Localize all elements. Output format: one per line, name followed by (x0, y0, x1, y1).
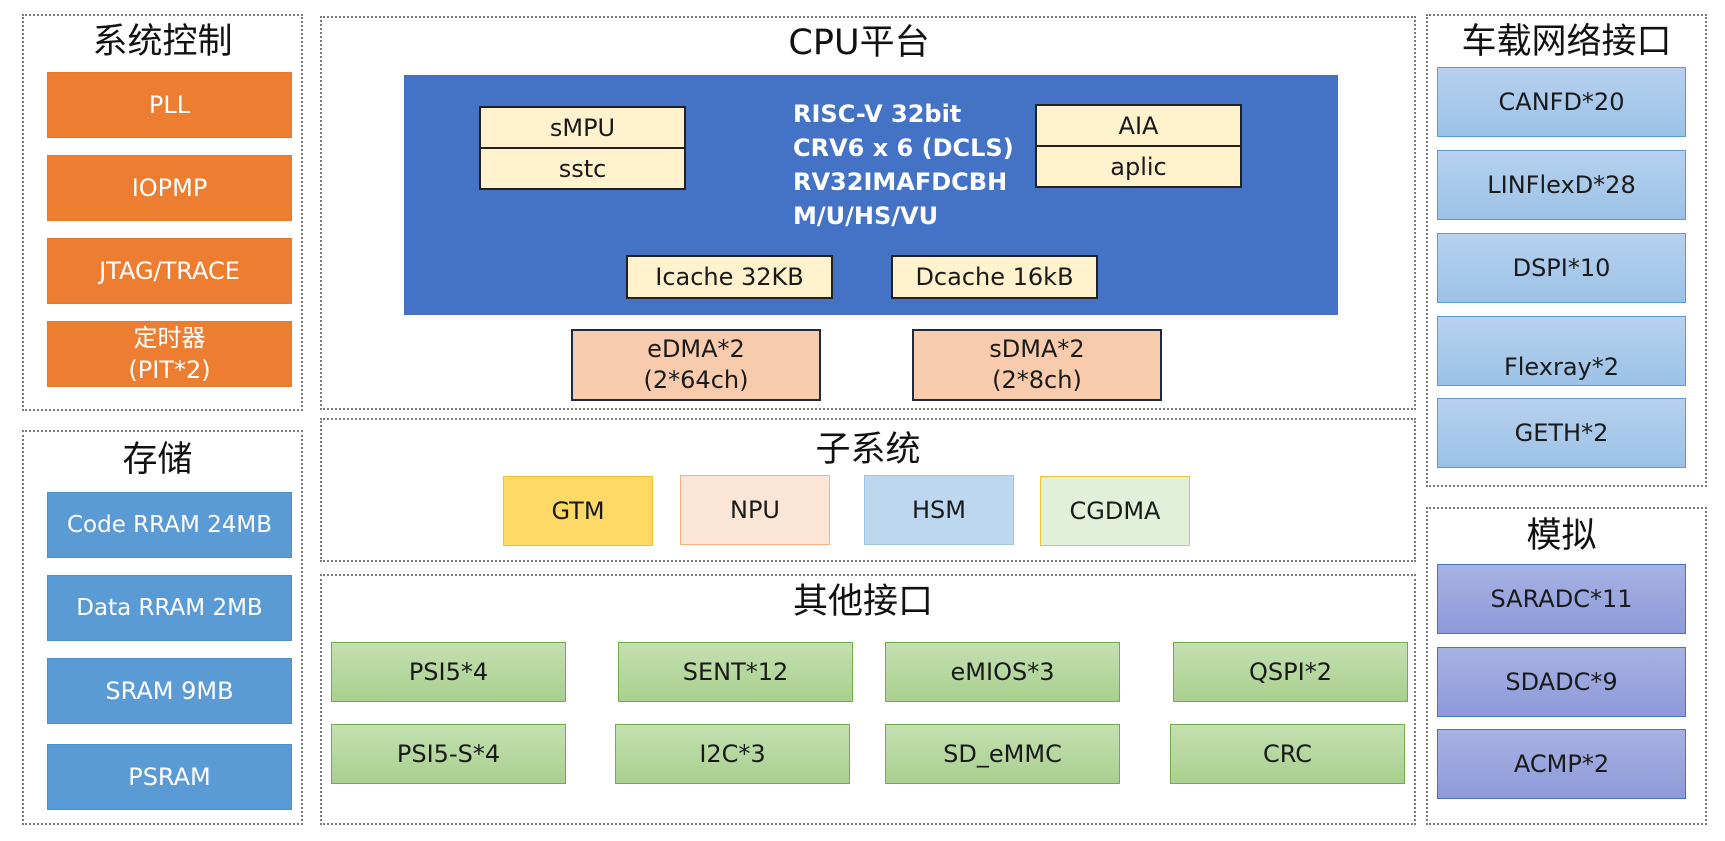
cpu-core-block: sMPU sstc RISC-V 32bit CRV6 x 6 (DCLS) R… (404, 75, 1338, 315)
vehicle-network-title: 车载网络接口 (1461, 22, 1672, 62)
pll-block: PLL (47, 72, 292, 138)
sdadc-block: SDADC*9 (1437, 647, 1686, 717)
crc-block: CRC (1170, 724, 1405, 784)
geth-block: GETH*2 (1437, 398, 1686, 468)
i2c-block: I2C*3 (615, 724, 850, 784)
canfd-block: CANFD*20 (1437, 67, 1686, 137)
vehicle-network-panel: 车载网络接口 CANFD*20 LINFlexD*28 DSPI*10 Flex… (1426, 14, 1707, 487)
subsystem-title: 子系统 (815, 430, 921, 470)
qspi-block: QSPI*2 (1173, 642, 1408, 702)
sstc-block: sstc (479, 147, 686, 190)
other-interfaces-title: 其他接口 (792, 582, 933, 622)
sdma-block: sDMA*2 (2*8ch) (912, 329, 1162, 401)
aia-block: AIA (1035, 104, 1242, 147)
timer-block: 定时器 (PIT*2) (47, 321, 292, 387)
smpu-block: sMPU (479, 106, 686, 149)
sd-emmc-block: SD_eMMC (885, 724, 1120, 784)
iopmp-block: IOPMP (47, 155, 292, 221)
icache-block: Icache 32KB (626, 255, 833, 299)
aplic-block: aplic (1035, 145, 1242, 188)
flexray-block: Flexray*2 (1437, 316, 1686, 386)
sram-block: SRAM 9MB (47, 658, 292, 724)
storage-panel: 存储 Code RRAM 24MB Data RRAM 2MB SRAM 9MB… (22, 430, 303, 825)
subsystem-panel: 子系统 GTM NPU HSM CGDMA (320, 418, 1416, 562)
analog-title: 模拟 (1526, 516, 1597, 556)
jtag-trace-block: JTAG/TRACE (47, 238, 292, 304)
edma-block: eDMA*2 (2*64ch) (571, 329, 821, 401)
system-control-title: 系统控制 (92, 22, 233, 62)
core-mode-line: M/U/HS/VU (793, 202, 939, 230)
psi5-block: PSI5*4 (331, 642, 566, 702)
psram-block: PSRAM (47, 744, 292, 810)
core-isa-line: RISC-V 32bit (793, 100, 962, 128)
saradc-block: SARADC*11 (1437, 564, 1686, 634)
emios-block: eMIOS*3 (885, 642, 1120, 702)
system-control-panel: 系统控制 PLL IOPMP JTAG/TRACE 定时器 (PIT*2) (22, 14, 303, 411)
sent-block: SENT*12 (618, 642, 853, 702)
acmp-block: ACMP*2 (1437, 729, 1686, 799)
hsm-block: HSM (864, 475, 1014, 545)
cpu-platform-title: CPU平台 (788, 23, 930, 63)
cpu-platform-panel: CPU平台 sMPU sstc RISC-V 32bit CRV6 x 6 (D… (320, 16, 1416, 410)
code-rram-block: Code RRAM 24MB (47, 492, 292, 558)
data-rram-block: Data RRAM 2MB (47, 575, 292, 641)
cpu-core-description: RISC-V 32bit CRV6 x 6 (DCLS) RV32IMAFDCB… (793, 97, 1053, 233)
psi5s-block: PSI5-S*4 (331, 724, 566, 784)
storage-title: 存储 (122, 440, 193, 480)
dspi-block: DSPI*10 (1437, 233, 1686, 303)
dcache-block: Dcache 16kB (891, 255, 1098, 299)
core-count-line: CRV6 x 6 (DCLS) (793, 134, 1014, 162)
linflexd-block: LINFlexD*28 (1437, 150, 1686, 220)
analog-panel: 模拟 SARADC*11 SDADC*9 ACMP*2 (1426, 507, 1707, 825)
gtm-block: GTM (503, 476, 653, 546)
core-ext-line: RV32IMAFDCBH (793, 168, 1008, 196)
npu-block: NPU (680, 475, 830, 545)
other-interfaces-panel: 其他接口 PSI5*4 SENT*12 eMIOS*3 QSPI*2 PSI5-… (320, 574, 1416, 825)
cgdma-block: CGDMA (1040, 476, 1190, 546)
